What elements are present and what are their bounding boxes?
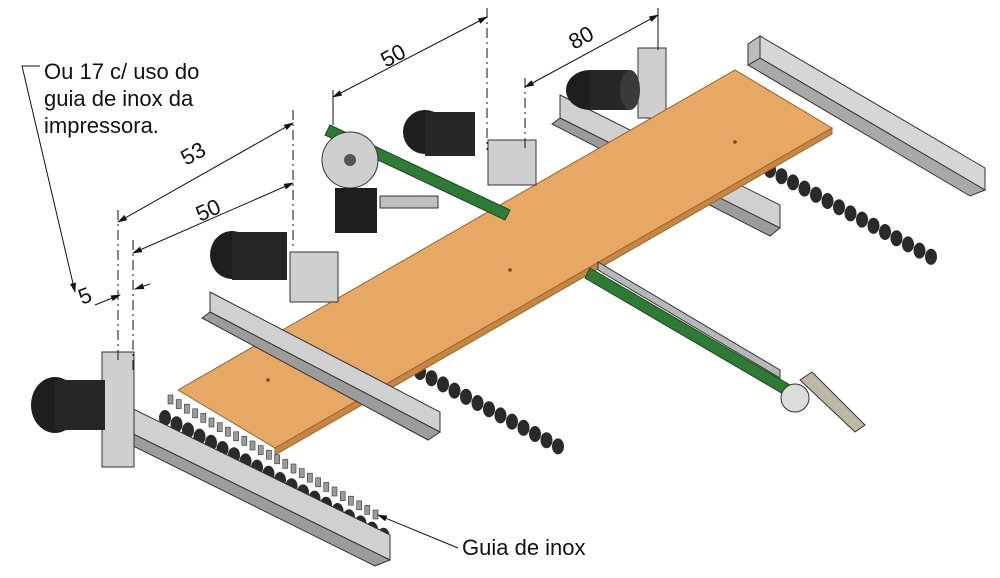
roller [821,193,834,209]
roller [460,388,472,405]
roller [494,407,507,424]
roller [833,199,845,216]
rack-tooth [192,408,198,419]
rack-tooth [274,454,280,465]
roller [913,242,926,259]
rail-front [101,351,392,567]
rack-tooth [331,486,338,497]
rack-tooth [225,426,231,437]
belt-conveyor-top [321,124,511,233]
note-line-2: guia de inox da [44,86,194,111]
wood-panel [177,69,833,456]
dim-80-label: 80 [564,21,598,55]
roller [787,174,799,191]
roller [798,180,811,197]
roller [471,395,484,411]
rack-tooth [167,394,174,405]
rack-tooth [356,500,362,511]
rack-tooth [315,477,321,488]
rack-tooth [290,463,297,474]
rack-tooth [200,413,207,423]
dim-50-left-label: 50 [192,194,225,227]
roller [902,236,914,253]
motor-middle [210,231,339,303]
rack-tooth [339,491,346,501]
roller [844,205,857,222]
roller [856,211,868,228]
note-line-3: impressora. [44,113,159,138]
rack-tooth [257,445,264,455]
roller [925,248,937,265]
roller [159,410,171,426]
rail-middle [201,291,441,441]
dim-50-top-label: 50 [376,39,410,73]
roller-row-right-1 [764,162,937,265]
roller-row-right-2 [414,364,564,455]
roller [810,186,822,203]
roller [775,168,788,185]
roller [540,432,553,449]
dim-5-label: 5 [75,282,96,310]
roller [879,224,891,240]
motor-top [403,110,537,186]
roller [890,230,903,247]
rack-tooth [298,468,305,478]
rack-tooth [307,472,313,483]
motor-back [566,70,640,110]
roller [448,382,461,399]
roller [517,419,530,436]
printer-guide-note: Ou 17 c/ uso do guia de inox da impresso… [44,58,264,139]
dimension-lines [21,8,659,549]
roller [425,370,438,387]
rack-tooth [323,482,330,492]
rack-tooth [249,440,256,451]
rack-tooth [372,509,379,520]
stainless-guide-note: Guia de inox [462,535,586,560]
belt-conveyor-right [584,261,866,433]
dim-53-label: 53 [176,137,210,171]
roller [552,438,564,455]
roller [867,217,880,234]
rack-tooth [282,459,289,469]
roller [437,376,449,393]
rack-tooth [348,495,354,506]
note-line-1: Ou 17 c/ uso do [44,59,200,84]
rack-tooth [175,399,182,409]
rack-tooth [184,403,190,414]
rack-tooth [216,422,223,432]
roller [506,413,518,430]
rack-tooth [241,436,248,446]
roller [529,426,541,442]
rack-tooth [233,431,239,442]
stainless-guide-rack [167,394,379,520]
roller [483,401,495,418]
rack-tooth [266,449,272,460]
rack-tooth [208,417,215,428]
rail-far-right [747,35,987,197]
rack-tooth [364,505,371,515]
motor-front [31,377,105,433]
